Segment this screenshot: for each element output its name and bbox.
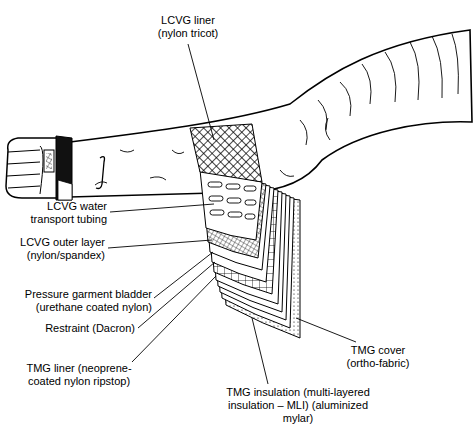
glove <box>6 136 72 200</box>
layer-label: TMG liner (neoprene-coated nylon ripstop… <box>24 362 134 388</box>
suit-layers <box>190 124 300 338</box>
leader-lines <box>108 44 356 384</box>
layer-label: TMG insulation (multi-layered insulation… <box>218 386 378 425</box>
layer-label: LCVG outer layer (nylon/spandex) <box>15 236 105 262</box>
layer-label: Restraint (Dacron) <box>25 322 135 335</box>
layer-label: LCVG liner (nylon tricot) <box>155 14 221 40</box>
arm-outline <box>70 30 472 197</box>
layer-label: Pressure garment bladder (urethane coate… <box>20 288 152 314</box>
water-tubing <box>208 182 256 219</box>
lcvg-liner-mesh <box>190 124 262 182</box>
layer-label: LCVG water transport tubing <box>27 200 107 226</box>
layer-label: TMG cover (ortho-fabric) <box>344 344 412 370</box>
arm-wrinkles <box>95 34 458 185</box>
forearm-mark <box>96 157 105 189</box>
